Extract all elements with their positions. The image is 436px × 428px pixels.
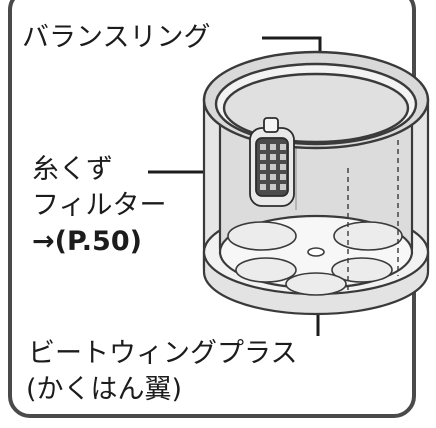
balance-ring-label: バランスリング [22,22,211,53]
lint-filter [249,117,295,207]
pulsator-label-line2: (かくはん翼) [26,374,183,405]
lint-filter-label-line1: 糸くず [32,154,113,185]
balance-ring [202,50,430,150]
inner-dashed-lines [347,140,399,290]
lint-filter-label-line2: フィルター [32,190,167,221]
pulsator-wings [227,221,403,296]
lint-filter-page-ref: →(P.50) [32,226,142,257]
pulsator-label-line1: ビートウィングプラス [28,338,298,369]
